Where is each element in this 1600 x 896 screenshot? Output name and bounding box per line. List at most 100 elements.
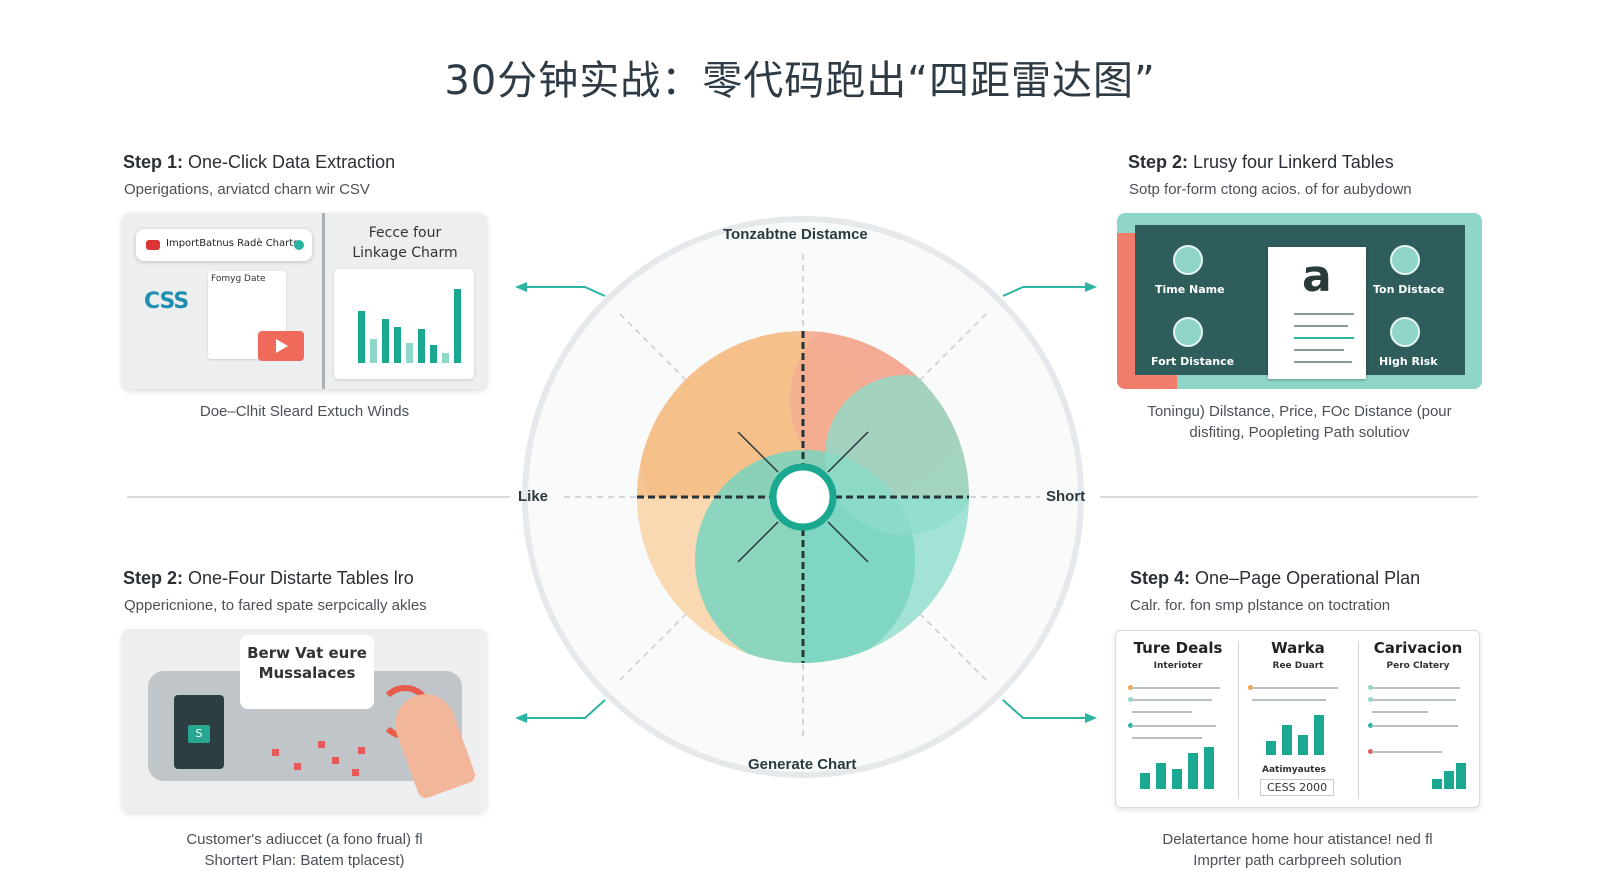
bubble-line2: Mussalaces (258, 664, 356, 682)
plan-row (1252, 699, 1326, 701)
step3-caption-line1: Customer's adiuccet (a fono frual) fl (186, 831, 423, 848)
data-dot (272, 749, 279, 756)
plan-column-sub: Interioter (1153, 661, 1203, 671)
step4-label: Step 4: (1130, 568, 1191, 588)
connector-arrows (525, 286, 1087, 719)
import-pill[interactable]: ImportBatnus Radè Charts (136, 229, 312, 261)
data-dot (358, 747, 365, 754)
plan-bar (1314, 715, 1324, 755)
step3-card: Berw Vat eure Mussalaces S (122, 629, 487, 812)
data-dot (318, 741, 325, 748)
document-icon: a (1268, 247, 1366, 379)
plan-bar (1266, 741, 1276, 755)
diagonal-arrows (737, 431, 869, 563)
mini-bar (430, 345, 437, 363)
step4-title: One–Page Operational Plan (1195, 568, 1421, 588)
step2-caption-line2: disfiting, Poopleting Path solutiov (1189, 424, 1410, 441)
mini-bar (394, 327, 401, 363)
panel-title-2: Linkage Charm (352, 245, 458, 261)
step2-label: Step 2: (1128, 152, 1189, 172)
plan-note: Aatimyautes (1262, 765, 1326, 775)
mini-bar (454, 289, 461, 363)
flag-icon (146, 240, 160, 250)
plan-column-head: Carivacion (1373, 639, 1463, 657)
csv-text: CSS (144, 289, 189, 314)
bullet-icon (1248, 685, 1253, 690)
linked-tables-panel: Time Name Ton Distace Fort Distance High… (1135, 225, 1465, 379)
mini-bar (358, 311, 365, 363)
message-bubble: Berw Vat eure Mussalaces (240, 635, 374, 709)
file-letter: S (188, 725, 210, 743)
plan-row (1132, 687, 1220, 689)
data-dot (294, 763, 301, 770)
plan-bar (1282, 725, 1292, 755)
doc-line (1294, 349, 1344, 351)
data-dot (352, 769, 359, 776)
bubble-line1: Berw Vat eure (247, 644, 367, 662)
sheet-file-icon: S (174, 695, 224, 769)
plan-row (1132, 725, 1216, 727)
plan-value: CESS 2000 (1260, 779, 1335, 796)
center-bottom-label: Generate Chart (748, 756, 857, 773)
plan-column-3: Carivacion Pero Clatery (1362, 639, 1474, 799)
plan-bar (1456, 763, 1466, 789)
mini-bar (382, 319, 389, 363)
column-divider (1358, 641, 1359, 799)
location-icon (1173, 317, 1203, 347)
plan-bar (1156, 763, 1166, 789)
plan-row (1252, 687, 1338, 689)
plan-row (1132, 737, 1202, 739)
plan-bar (1298, 735, 1308, 755)
step3-caption-line2: Shortert Plan: Batem tplacest) (204, 852, 405, 869)
plan-row (1372, 687, 1460, 689)
plan-column-head: Warka (1271, 639, 1325, 657)
step1-heading: Step 1: One-Click Data Extraction (123, 152, 395, 173)
icon-label-3: Fort Distance (1151, 355, 1235, 368)
plan-row (1372, 711, 1428, 713)
column-divider (1238, 641, 1239, 799)
plan-bar (1172, 769, 1182, 789)
mini-table-label: Fomyg Date (211, 274, 266, 284)
bullet-icon (1368, 685, 1373, 690)
center-top-label: Tonzabtne Distamce (723, 226, 868, 243)
bullet-icon (1128, 685, 1133, 690)
center-right-label: Short (1046, 488, 1086, 505)
step3-heading: Step 2: One-Four Distarte Tables lro (123, 568, 414, 589)
plan-bar (1204, 747, 1214, 789)
plan-bar (1188, 753, 1198, 789)
bullet-icon (1128, 697, 1133, 702)
step4-card: Ture Deals Interioter Warka Ree Duart Aa… (1115, 630, 1480, 808)
plan-row (1372, 725, 1458, 727)
step4-caption-line2: Imprter path carbpreeh solution (1193, 852, 1402, 869)
icon-label-1: Time Name (1155, 283, 1225, 296)
doc-letter: a (1302, 251, 1332, 302)
doc-line (1294, 337, 1354, 339)
plan-row (1372, 751, 1442, 753)
doc-line (1294, 325, 1348, 327)
icon-label-2: Ton Distace (1373, 283, 1445, 296)
icon-label-4: High Risk (1379, 355, 1438, 368)
step3-label: Step 2: (123, 568, 184, 588)
mini-bar (442, 353, 449, 363)
arrow-heads (515, 282, 1097, 723)
play-button-icon[interactable] (258, 331, 304, 361)
bullet-icon (1368, 749, 1373, 754)
step1-title: One-Click Data Extraction (188, 152, 396, 172)
step1-subtitle: Operigations, arviatcd charn wir CSV (124, 181, 370, 198)
plan-row (1372, 699, 1456, 701)
panel-title-1: Fecce four (368, 225, 442, 241)
step2-caption: Toningu) Dilstance, Price, FOc Distance … (1117, 401, 1482, 443)
mini-bar (370, 339, 377, 363)
page-title: 30分钟实战：零代码跑出“四距雷达图” (444, 58, 1156, 104)
step3-title: One-Four Distarte Tables lro (188, 568, 414, 588)
mini-bar (406, 343, 413, 363)
diagonal-spokes (564, 254, 1040, 740)
bullet-icon (1368, 723, 1373, 728)
bullet-icon (1368, 697, 1373, 702)
step4-caption-line1: Delatertance home hour atistance! ned fl (1162, 831, 1433, 848)
step2-title: Lrusy four Linkerd Tables (1193, 152, 1394, 172)
step3-subtitle: Qppericnione, to fared spate serpcically… (124, 597, 427, 614)
bullet-icon (1128, 723, 1133, 728)
plan-column-sub: Pero Clatery (1386, 661, 1450, 671)
